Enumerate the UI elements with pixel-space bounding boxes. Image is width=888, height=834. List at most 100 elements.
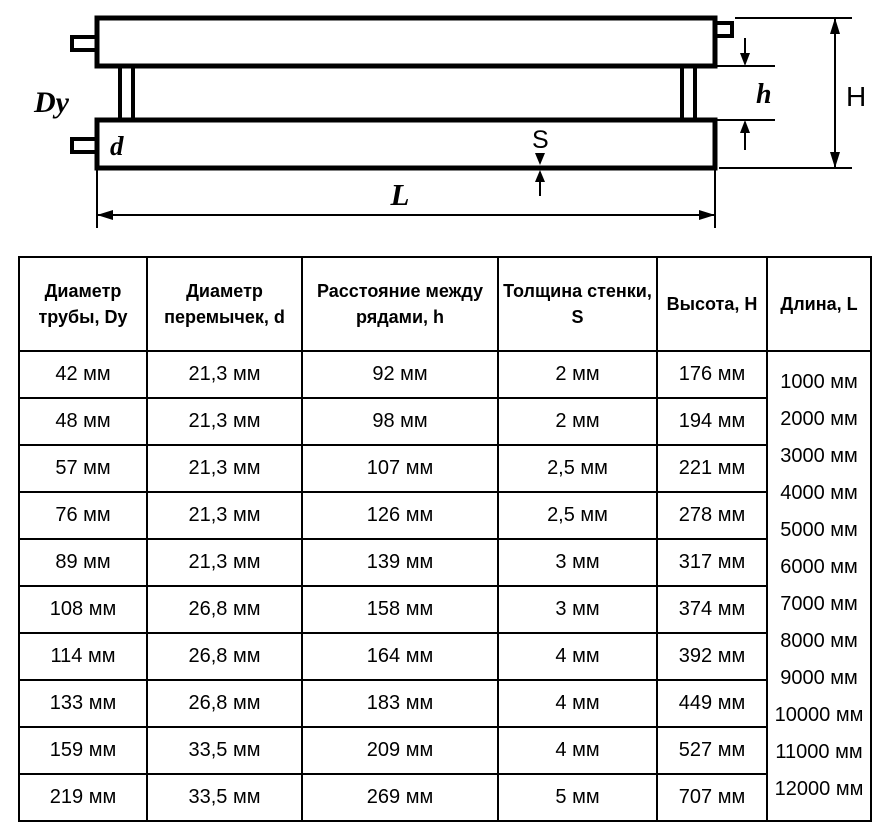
length-value: 10000 мм <box>774 704 864 727</box>
table-cell: 5 мм <box>497 773 658 823</box>
label-jumper-diameter: d <box>110 131 124 161</box>
table-cell: 194 мм <box>656 397 768 447</box>
table-cell: 108 мм <box>18 585 148 635</box>
table-cell: 707 мм <box>656 773 768 823</box>
table-cell: 98 мм <box>301 397 499 447</box>
label-length: L <box>390 177 410 212</box>
table-cell: 278 мм <box>656 491 768 541</box>
table-cell: 48 мм <box>18 397 148 447</box>
table-cell: 449 мм <box>656 679 768 729</box>
dimension-h: h <box>717 38 775 150</box>
table-cell: 26,8 мм <box>146 585 303 635</box>
dimension-height: H <box>719 17 866 169</box>
table-cell: 3 мм <box>497 585 658 635</box>
jumper-right <box>680 66 697 120</box>
table-cell: 21,3 мм <box>146 444 303 494</box>
length-value: 11000 мм <box>775 741 863 764</box>
table-cell: 21,3 мм <box>146 538 303 588</box>
spec-table: Диаметр трубы, Dy Диаметр перемычек, d Р… <box>18 255 872 823</box>
register-diagram: h H S <box>0 0 888 248</box>
label-height: H <box>846 81 866 112</box>
table-cell: 159 мм <box>18 726 148 776</box>
table-cell: 2 мм <box>497 350 658 400</box>
table-cell: 21,3 мм <box>146 397 303 447</box>
length-value: 9000 мм <box>780 667 858 690</box>
table-cell: 3 мм <box>497 538 658 588</box>
header-height: Высота, H <box>656 255 768 353</box>
table-cell: 33,5 мм <box>146 773 303 823</box>
header-wall-thickness: Толщина стенки, S <box>497 255 658 353</box>
length-value: 6000 мм <box>780 556 858 579</box>
length-value: 12000 мм <box>774 778 864 801</box>
length-value: 7000 мм <box>780 593 858 616</box>
table-cell: 209 мм <box>301 726 499 776</box>
table-cell: 317 мм <box>656 538 768 588</box>
label-wall-thickness: S <box>532 126 549 154</box>
table-cell: 57 мм <box>18 444 148 494</box>
table-cell: 107 мм <box>301 444 499 494</box>
table-cell: 4 мм <box>497 726 658 776</box>
length-value: 4000 мм <box>780 482 858 505</box>
table-cell: 2 мм <box>497 397 658 447</box>
header-row: Диаметр трубы, Dy Диаметр перемычек, d Р… <box>18 255 872 353</box>
table-cell: 164 мм <box>301 632 499 682</box>
pipe-stub-top-left <box>70 35 99 52</box>
table-cell: 4 мм <box>497 632 658 682</box>
header-length: Длина, L <box>766 255 872 353</box>
table-cell: 42 мм <box>18 350 148 400</box>
table-cell: 26,8 мм <box>146 679 303 729</box>
header-jumper-diameter: Диаметр перемычек, d <box>146 255 303 353</box>
header-pipe-diameter: Диаметр трубы, Dy <box>18 255 148 353</box>
pipe-stub-top-right <box>713 21 734 38</box>
table-cell: 158 мм <box>301 585 499 635</box>
length-values-cell: 1000 мм 2000 мм 3000 мм 4000 мм 5000 мм 6000 … <box>766 350 872 823</box>
dimension-length: L <box>96 170 716 228</box>
table-cell: 527 мм <box>656 726 768 776</box>
length-value: 8000 мм <box>780 630 858 653</box>
table-cell: 374 мм <box>656 585 768 635</box>
table-cell: 33,5 мм <box>146 726 303 776</box>
jumper-left <box>118 66 135 120</box>
table-cell: 21,3 мм <box>146 491 303 541</box>
table-cell: 269 мм <box>301 773 499 823</box>
table-cell: 139 мм <box>301 538 499 588</box>
top-pipe <box>94 15 718 69</box>
table-cell: 21,3 мм <box>146 350 303 400</box>
label-row-spacing: h <box>756 79 772 110</box>
length-value: 5000 мм <box>780 519 858 542</box>
table-cell: 76 мм <box>18 491 148 541</box>
table-cell: 219 мм <box>18 773 148 823</box>
table-cell: 2,5 мм <box>497 444 658 494</box>
table-cell: 392 мм <box>656 632 768 682</box>
table-cell: 114 мм <box>18 632 148 682</box>
table-cell: 4 мм <box>497 679 658 729</box>
length-value: 3000 мм <box>780 445 858 468</box>
bottom-pipe <box>94 117 718 171</box>
table-cell: 126 мм <box>301 491 499 541</box>
label-pipe-diameter: Dy <box>33 86 70 119</box>
length-value: 1000 мм <box>780 371 858 394</box>
table-cell: 89 мм <box>18 538 148 588</box>
pipe-stub-bottom-left <box>70 137 99 154</box>
table-cell: 92 мм <box>301 350 499 400</box>
table-cell: 2,5 мм <box>497 491 658 541</box>
length-value: 2000 мм <box>780 408 858 431</box>
header-row-spacing: Расстояние между рядами, h <box>301 255 499 353</box>
table-cell: 133 мм <box>18 679 148 729</box>
table-cell: 26,8 мм <box>146 632 303 682</box>
table-cell: 176 мм <box>656 350 768 400</box>
table-cell: 221 мм <box>656 444 768 494</box>
table-cell: 183 мм <box>301 679 499 729</box>
